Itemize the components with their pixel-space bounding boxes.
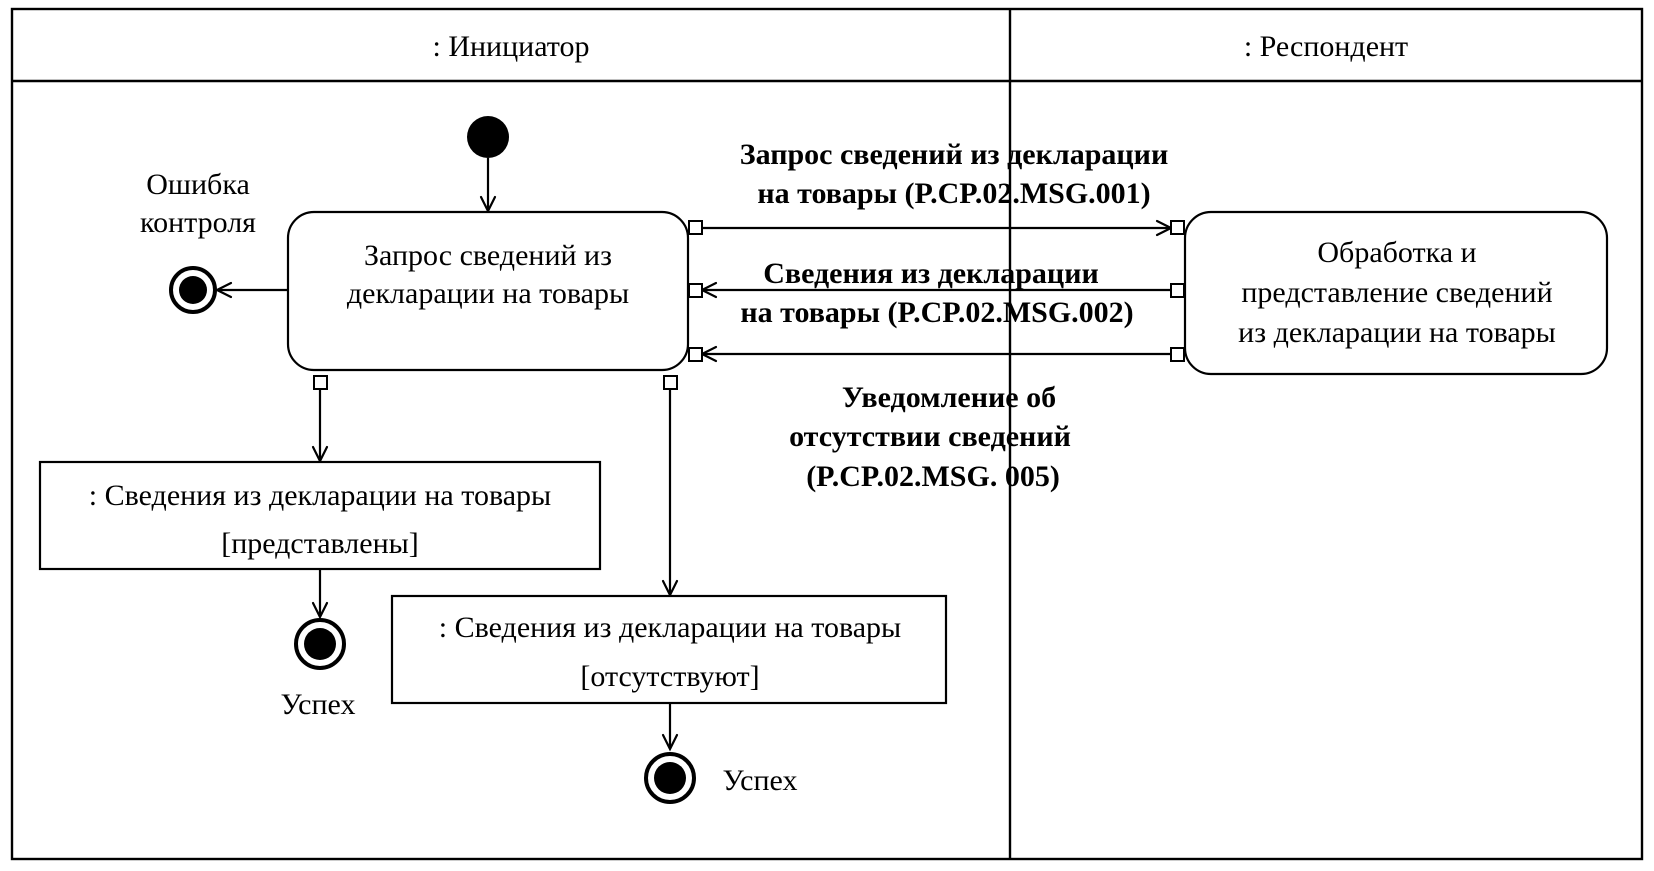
initial-node [467,116,509,158]
action-process-line-3: из декларации на товары [1238,316,1556,349]
present-final-flow-arrowhead [311,601,329,620]
object-node-absent-name: : Сведения из декларации на товары [439,611,901,644]
message-002-label-line-1: Сведения из декларации [763,257,1099,290]
pin-process-output-005 [1170,347,1185,362]
diagram-frame [10,7,1644,861]
pin-request-output-001 [688,220,703,235]
success-1-label: Успех [281,688,356,721]
control-error-label-line-1: Ошибка [146,168,250,201]
pin-process-output-002 [1170,283,1185,298]
swimlane-respondent-title: : Респондент [1244,30,1408,63]
pin-request-output-absent [663,375,678,390]
message-005-label-line-1: Уведомление об [842,381,1056,414]
final-node-success-2-center [654,762,686,794]
message-001-label-line-2: на товары (P.CP.02.MSG.001) [757,177,1150,210]
object-node-absent-state: [отсутствуют] [580,660,759,693]
action-request-line-1: Запрос сведений из [364,239,612,272]
swimlane-initiator-title: : Инициатор [433,30,590,63]
message-005-label-line-2: отсутствии сведений [789,420,1071,453]
action-process-line-1: Обработка и [1317,236,1476,269]
pin-request-output-present [313,375,328,390]
message-001-label-line-1: Запрос сведений из декларации [740,138,1169,171]
action-process-line-2: представление сведений [1241,276,1552,309]
object-node-present-name: : Сведения из декларации на товары [89,479,551,512]
action-request-line-2: декларации на товары [347,277,629,310]
pin-process-input-001 [1170,220,1185,235]
message-002-label-line-2: на товары (P.CP.02.MSG.002) [740,296,1133,329]
pin-request-input-005 [688,347,703,362]
object-node-absent [390,594,948,705]
object-node-present-state: [представлены] [221,527,419,560]
success-2-label: Успех [723,764,798,797]
control-error-label-line-2: контроля [140,206,256,239]
final-node-control-error-center [179,276,207,304]
message-005-label-line-3: (P.CP.02.MSG. 005) [806,460,1060,493]
pin-request-input-002 [688,283,703,298]
absent-final-flow-arrowhead [661,733,679,752]
final-node-success-1-center [304,628,336,660]
